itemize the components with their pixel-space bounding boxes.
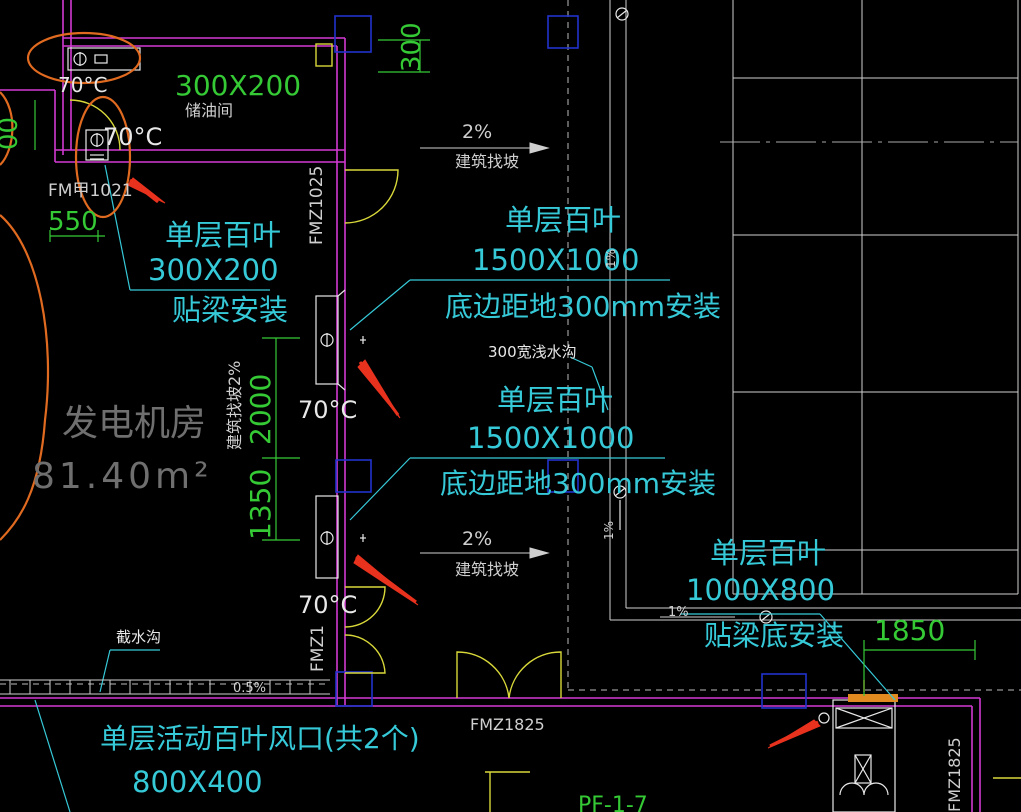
louver-size-top: 300X200 xyxy=(175,69,301,102)
temp-label-louver2: 70°C xyxy=(298,396,357,424)
louver1-mount: 贴梁安装 xyxy=(172,293,288,327)
door-fmz-1825-bottom: FMZ1825 xyxy=(470,715,545,734)
slope-1pct-a: 1% xyxy=(604,249,618,268)
louver2-size: 1500X1000 xyxy=(472,243,639,277)
walls xyxy=(0,0,981,812)
temp-label-top: 70°C xyxy=(58,73,107,97)
louver4-size: 1000X800 xyxy=(686,573,835,607)
slope-arrows xyxy=(420,142,735,618)
louver3-title: 单层百叶 xyxy=(497,383,613,417)
blue-boxes xyxy=(334,15,807,709)
trench-300-label: 300宽浅水沟 xyxy=(488,343,577,361)
slope-a-pct: 2% xyxy=(462,121,492,143)
room-area: 81.40m² xyxy=(32,456,213,497)
dashed-lines xyxy=(0,0,1021,692)
trench-hatch xyxy=(0,679,330,695)
door-fmz-1-label: FMZ1 xyxy=(308,625,328,672)
louver4-title: 单层百叶 xyxy=(710,536,826,570)
temp-label-louver3: 70°C xyxy=(298,591,357,619)
dim-1350: 1350 xyxy=(244,469,277,540)
intercept-trench-label: 截水沟 xyxy=(116,628,161,646)
doors xyxy=(69,43,1021,812)
active-louver-label: 单层活动百叶风口(共2个) xyxy=(100,722,420,755)
door-fmz-1825-right: FMZ1825 xyxy=(945,737,964,812)
leader-lines xyxy=(34,164,896,812)
slope-b-pct: 2% xyxy=(462,528,492,550)
door-fm-jia-label: FM甲1021 xyxy=(48,181,133,201)
door-fmz-1025: FMZ1025 xyxy=(307,166,327,245)
partial-left-dim: 00 xyxy=(0,117,21,150)
grid-area xyxy=(609,0,1021,621)
red-arrows xyxy=(127,177,821,749)
louver3-mount: 底边距地300mm安装 xyxy=(440,467,716,500)
dim-1850: 1850 xyxy=(874,614,945,647)
dimension-lines xyxy=(34,39,976,696)
louver-equipment xyxy=(67,7,896,812)
oil-room-label: 储油间 xyxy=(185,101,233,120)
vent-unit-highlight xyxy=(848,694,898,702)
slope-a-text: 建筑找坡 xyxy=(455,152,519,171)
room-name: 发电机房 xyxy=(62,403,206,444)
louver2-mount: 底边距地300mm安装 xyxy=(445,290,721,323)
slope-05-label: 0.5% xyxy=(233,681,266,696)
slope-1pct-c: 1% xyxy=(668,605,689,620)
partial-bottom-label: PF-1-7 xyxy=(578,793,648,812)
dim-300: 300 xyxy=(397,22,427,72)
active-louver-size: 800X400 xyxy=(132,765,263,799)
louver4-mount: 贴梁底安装 xyxy=(704,619,844,652)
louver2-title: 单层百叶 xyxy=(505,203,621,237)
slope-b-text: 建筑找坡 xyxy=(455,560,519,579)
temp-label-oil-room: 70°C xyxy=(103,123,162,151)
dim-2000: 2000 xyxy=(244,374,277,445)
louver3-size: 1500X1000 xyxy=(467,421,634,455)
dim-550: 550 xyxy=(48,207,98,237)
louver1-title: 单层百叶 xyxy=(165,218,281,252)
slope-side-label: 建筑找坡2% xyxy=(225,361,244,450)
hand-annotations xyxy=(0,31,142,541)
louver1-size: 300X200 xyxy=(148,253,279,287)
slope-1pct-b: 1% xyxy=(602,521,616,540)
